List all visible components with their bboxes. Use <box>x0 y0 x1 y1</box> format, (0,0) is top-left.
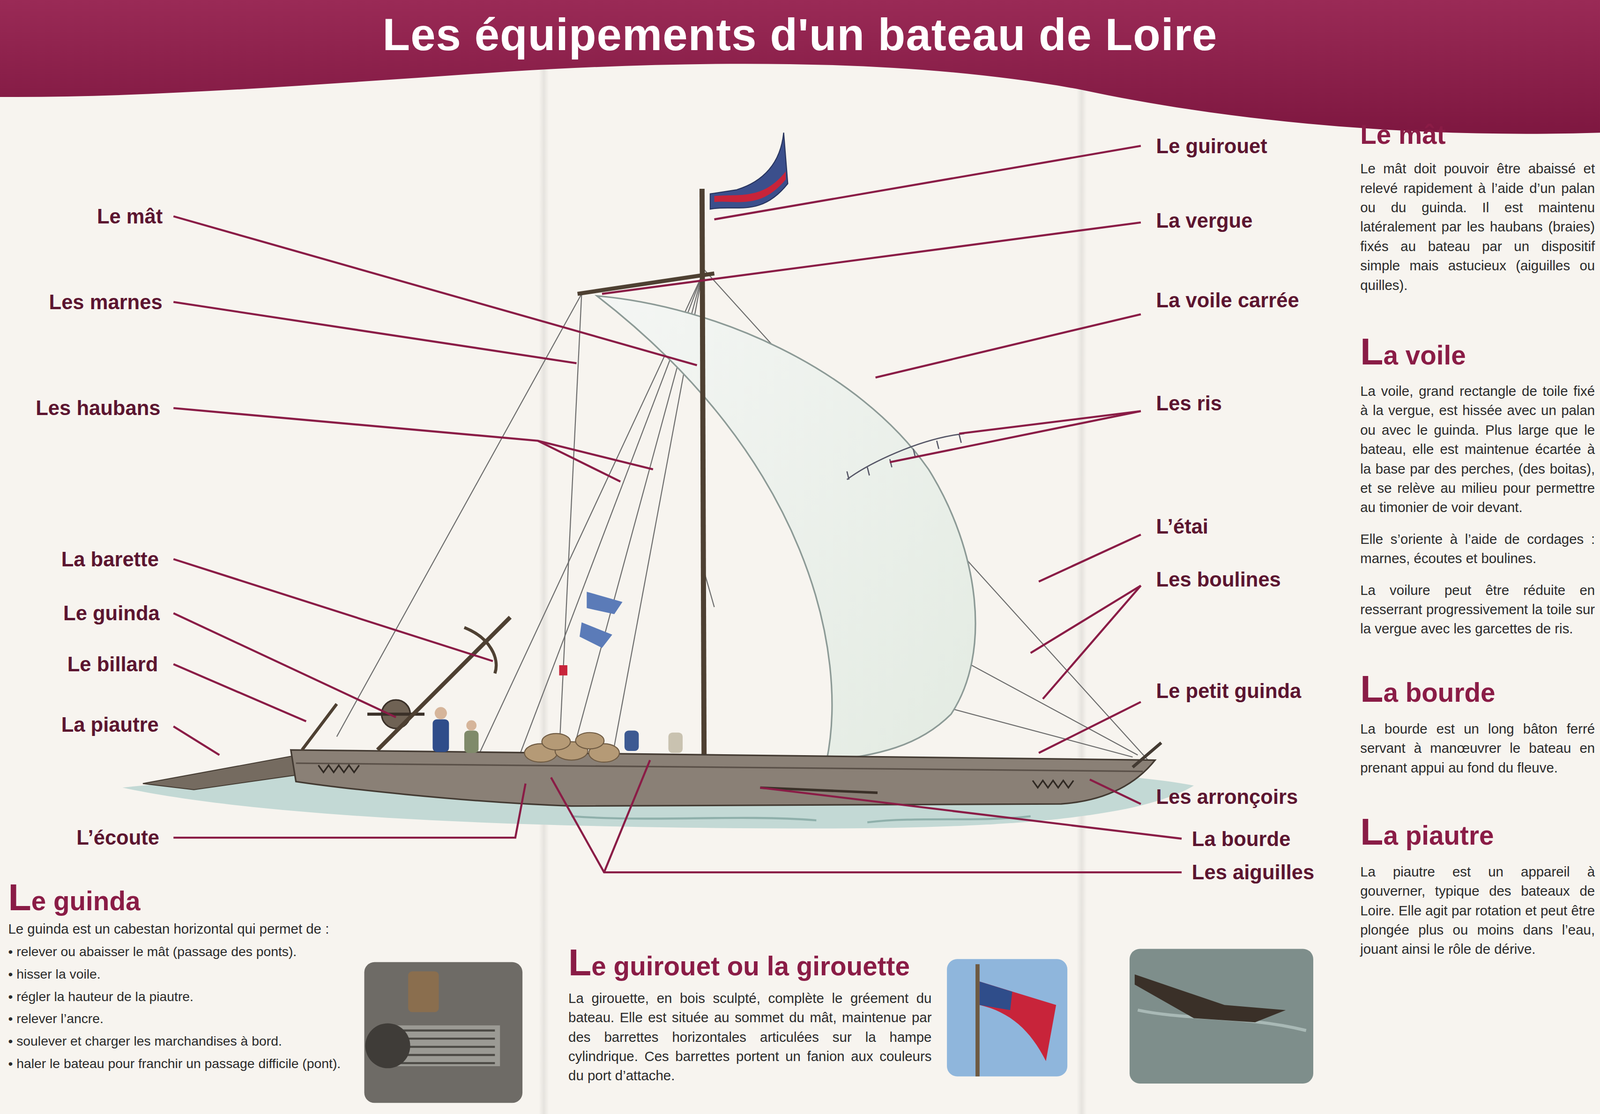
section-text: Elle s’oriente à l’aide de cordages : ma… <box>1360 529 1595 569</box>
fold-crease <box>538 0 550 1114</box>
part-label: La barette <box>61 546 159 572</box>
small-flags <box>579 591 623 648</box>
water-ripple <box>571 816 1031 823</box>
cargo <box>524 732 620 763</box>
boatman <box>624 730 639 752</box>
list-item: • haler le bateau pour franchir un passa… <box>7 1054 358 1074</box>
part-label: La piautre <box>61 712 159 737</box>
part-label: Les haubans <box>35 395 161 421</box>
part-label: Le guinda <box>63 601 160 626</box>
part-label: La voile carrée <box>1156 287 1300 313</box>
weathervane-photo <box>946 959 1068 1077</box>
section-heading: La bourde <box>1360 673 1595 709</box>
part-label: La vergue <box>1156 208 1253 233</box>
reef-points <box>847 433 965 480</box>
capstan-photo <box>364 962 523 1104</box>
yard <box>577 273 715 295</box>
title-band <box>0 0 1600 134</box>
part-label: Les aiguilles <box>1191 860 1315 885</box>
part-label: L’écoute <box>76 825 160 850</box>
part-label: Le billard <box>67 652 159 677</box>
part-label: Le petit guinda <box>1156 678 1302 703</box>
boatman-head <box>434 706 447 720</box>
boatman <box>464 730 479 753</box>
section-text: La voilure peut être réduite en resserra… <box>1360 580 1595 639</box>
section-heading: Le mât <box>1360 118 1595 152</box>
part-label: Le guirouet <box>1156 133 1268 158</box>
part-label: Le mât <box>96 204 163 229</box>
section-text: La voile, grand rectangle de toile fixé … <box>1360 381 1595 518</box>
hull <box>290 750 1156 807</box>
list-item: • hisser la voile. <box>7 964 358 984</box>
section-heading: Le guinda <box>7 881 358 918</box>
list-item: • soulever et charger les marchandises à… <box>7 1031 358 1051</box>
small-flag <box>559 665 568 676</box>
section-text: La bourde est un long bâton ferré servan… <box>1360 719 1595 778</box>
section-text: Le guinda est un cabestan horizontal qui… <box>7 919 358 939</box>
text-column: Le guirouet ou la girouette La girouette,… <box>568 946 932 1086</box>
part-label: La bourde <box>1191 826 1291 851</box>
part-label: Les arronçoirs <box>1156 784 1299 810</box>
pennant <box>710 132 789 209</box>
fold-crease <box>1076 0 1087 1114</box>
part-label: Les marnes <box>49 290 163 315</box>
section-heading: La voile <box>1360 335 1595 372</box>
list-item: • relever l’ancre. <box>7 1009 358 1029</box>
square-sail <box>596 296 976 762</box>
part-label: Les boulines <box>1156 567 1281 592</box>
bow-post <box>1132 743 1162 768</box>
page-title: Les équipements d'un bateau de Loire <box>0 7 1600 61</box>
billard <box>302 704 337 751</box>
hull-strake <box>296 763 1144 772</box>
rudder-photo <box>1129 948 1314 1084</box>
list-item: • régler la hauteur de la piautre. <box>7 986 358 1006</box>
section-heading: La piautre <box>1360 816 1595 852</box>
pennant-stripe <box>714 171 786 203</box>
part-label: L’étai <box>1156 514 1209 539</box>
boatman <box>432 719 449 752</box>
list-item: • relever ou abaisser le mât (passage de… <box>7 941 358 961</box>
barette-hook <box>464 627 497 674</box>
boatman-head <box>466 720 477 731</box>
rudder <box>142 755 309 790</box>
part-label: Les ris <box>1156 390 1222 416</box>
section-text: La girouette, en bois sculpté, complète … <box>568 988 932 1086</box>
leader-lines <box>173 145 1182 873</box>
boatman <box>668 732 683 754</box>
section-text: La piautre est un appareil à gouverner, … <box>1360 862 1595 960</box>
text-column: Le guindaLe guinda est un cabestan horiz… <box>7 881 358 1074</box>
section-heading: Le guirouet ou la girouette <box>568 946 932 983</box>
hull-decoration <box>318 765 1074 788</box>
section-text: Le mât doit pouvoir être abaissé et rele… <box>1360 159 1595 296</box>
text-column: Le mât Le mât doit pouvoir être abaissé e… <box>1360 118 1595 960</box>
